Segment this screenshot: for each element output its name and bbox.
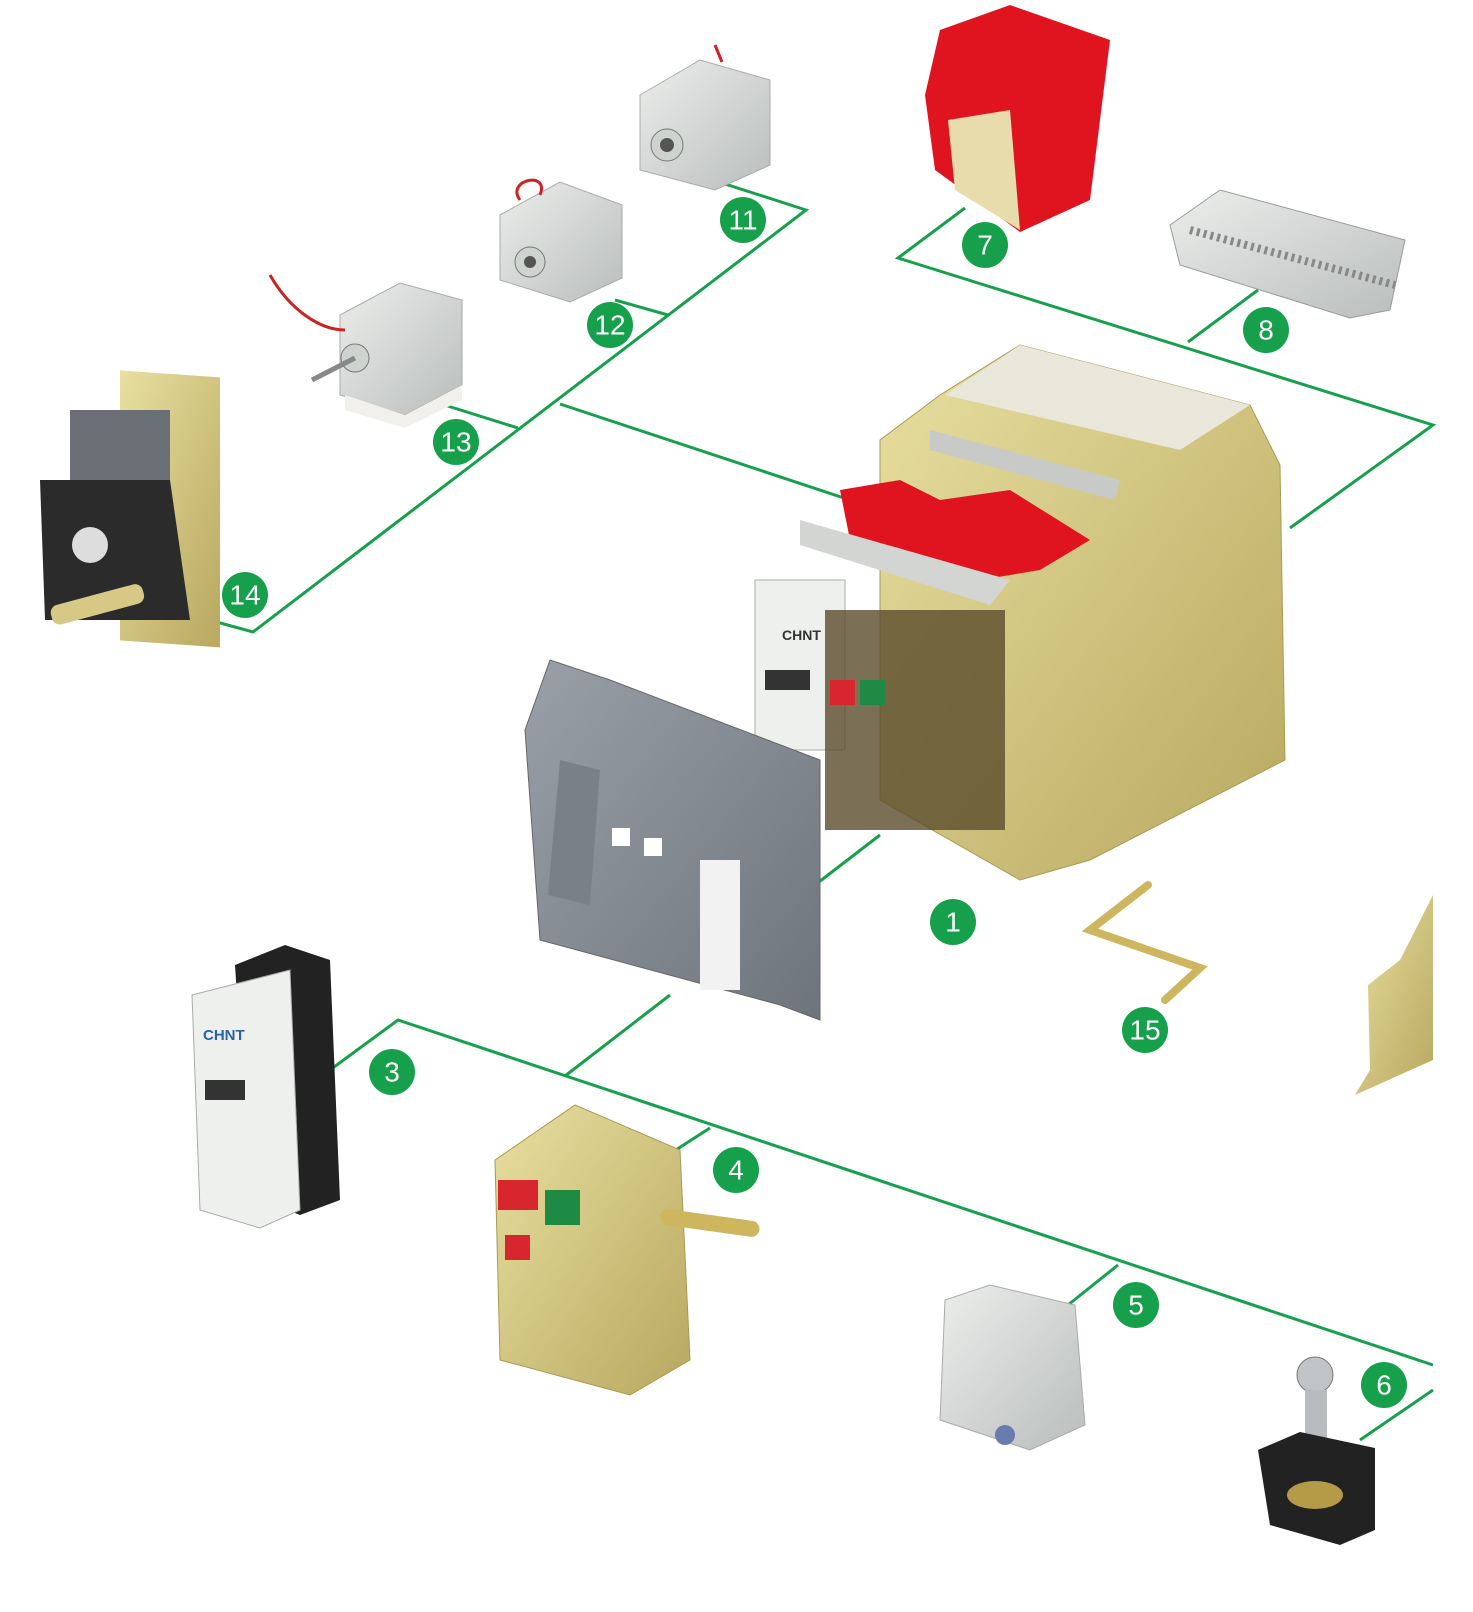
component-shunt-release-11 — [639, 44, 771, 191]
callout-11: 11 — [720, 197, 766, 243]
svg-text:11: 11 — [728, 205, 757, 236]
component-key-lock-6 — [1258, 1356, 1375, 1545]
callout-13: 13 — [433, 419, 479, 465]
svg-text:3: 3 — [384, 1057, 400, 1088]
svg-text:15: 15 — [1129, 1015, 1160, 1046]
svg-text:8: 8 — [1258, 315, 1274, 346]
svg-text:14: 14 — [229, 580, 260, 611]
svg-text:4: 4 — [728, 1155, 744, 1186]
callout-12: 12 — [587, 302, 633, 348]
callout-3: 3 — [369, 1049, 415, 1095]
component-motor-mechanism-14 — [40, 370, 220, 648]
brand-label-controller: CHNT — [203, 1027, 245, 1044]
component-racking-handle-15 — [1081, 881, 1208, 1004]
component-side-plate — [1355, 895, 1433, 1095]
callout-15: 15 — [1122, 1007, 1168, 1053]
callout-14: 14 — [222, 572, 268, 618]
component-controller-3: CHNT — [191, 945, 340, 1229]
component-arc-chute-7 — [925, 5, 1110, 232]
brand-label: CHNT — [782, 627, 821, 643]
component-auxiliary-contact-5 — [939, 1284, 1086, 1451]
component-terminal-block-8 — [1169, 189, 1406, 319]
svg-text:1: 1 — [945, 907, 961, 938]
callout-1: 1 — [930, 899, 976, 945]
component-undervoltage-release-12 — [499, 178, 623, 303]
svg-text:6: 6 — [1376, 1370, 1392, 1401]
callout-4: 4 — [713, 1147, 759, 1193]
callout-7: 7 — [962, 222, 1008, 268]
svg-text:5: 5 — [1128, 1290, 1144, 1321]
svg-text:7: 7 — [977, 230, 993, 261]
callout-8: 8 — [1243, 307, 1289, 353]
svg-text:13: 13 — [440, 427, 471, 458]
callout-6: 6 — [1361, 1362, 1407, 1408]
component-closing-coil-13 — [268, 274, 463, 428]
component-door-frame — [524, 659, 821, 1021]
component-breaker-body-1: CHNT — [754, 344, 1286, 881]
callout-5: 5 — [1113, 1282, 1159, 1328]
svg-text:12: 12 — [594, 310, 625, 341]
component-operating-mechanism-4 — [494, 1104, 760, 1396]
